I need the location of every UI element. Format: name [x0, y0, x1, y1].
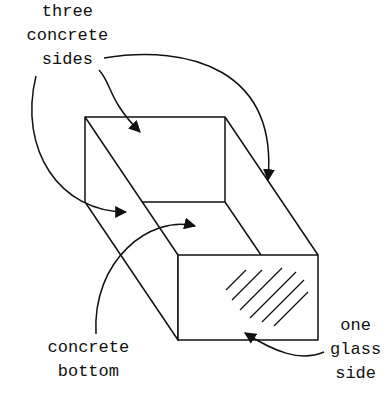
callout-label: three concrete sides	[24, 0, 111, 72]
hatch-stroke	[240, 268, 282, 310]
leader-line	[96, 224, 195, 334]
inner-back-wall	[142, 117, 225, 202]
glass-hatching	[226, 268, 308, 326]
leader-line	[32, 76, 126, 212]
callout-label: one glass side	[325, 314, 386, 386]
inner-bottom-edge	[225, 202, 261, 255]
glass-side	[178, 255, 318, 340]
leader-line	[245, 333, 324, 356]
hatch-stroke	[232, 270, 262, 300]
left-wall	[85, 117, 178, 340]
leader-line	[104, 55, 269, 180]
top-rim	[85, 117, 318, 255]
callout-label: concrete bottom	[45, 336, 132, 384]
leader-line	[99, 70, 140, 132]
hatch-stroke	[274, 292, 308, 326]
hatch-stroke	[226, 270, 246, 290]
hatch-stroke	[262, 280, 304, 322]
